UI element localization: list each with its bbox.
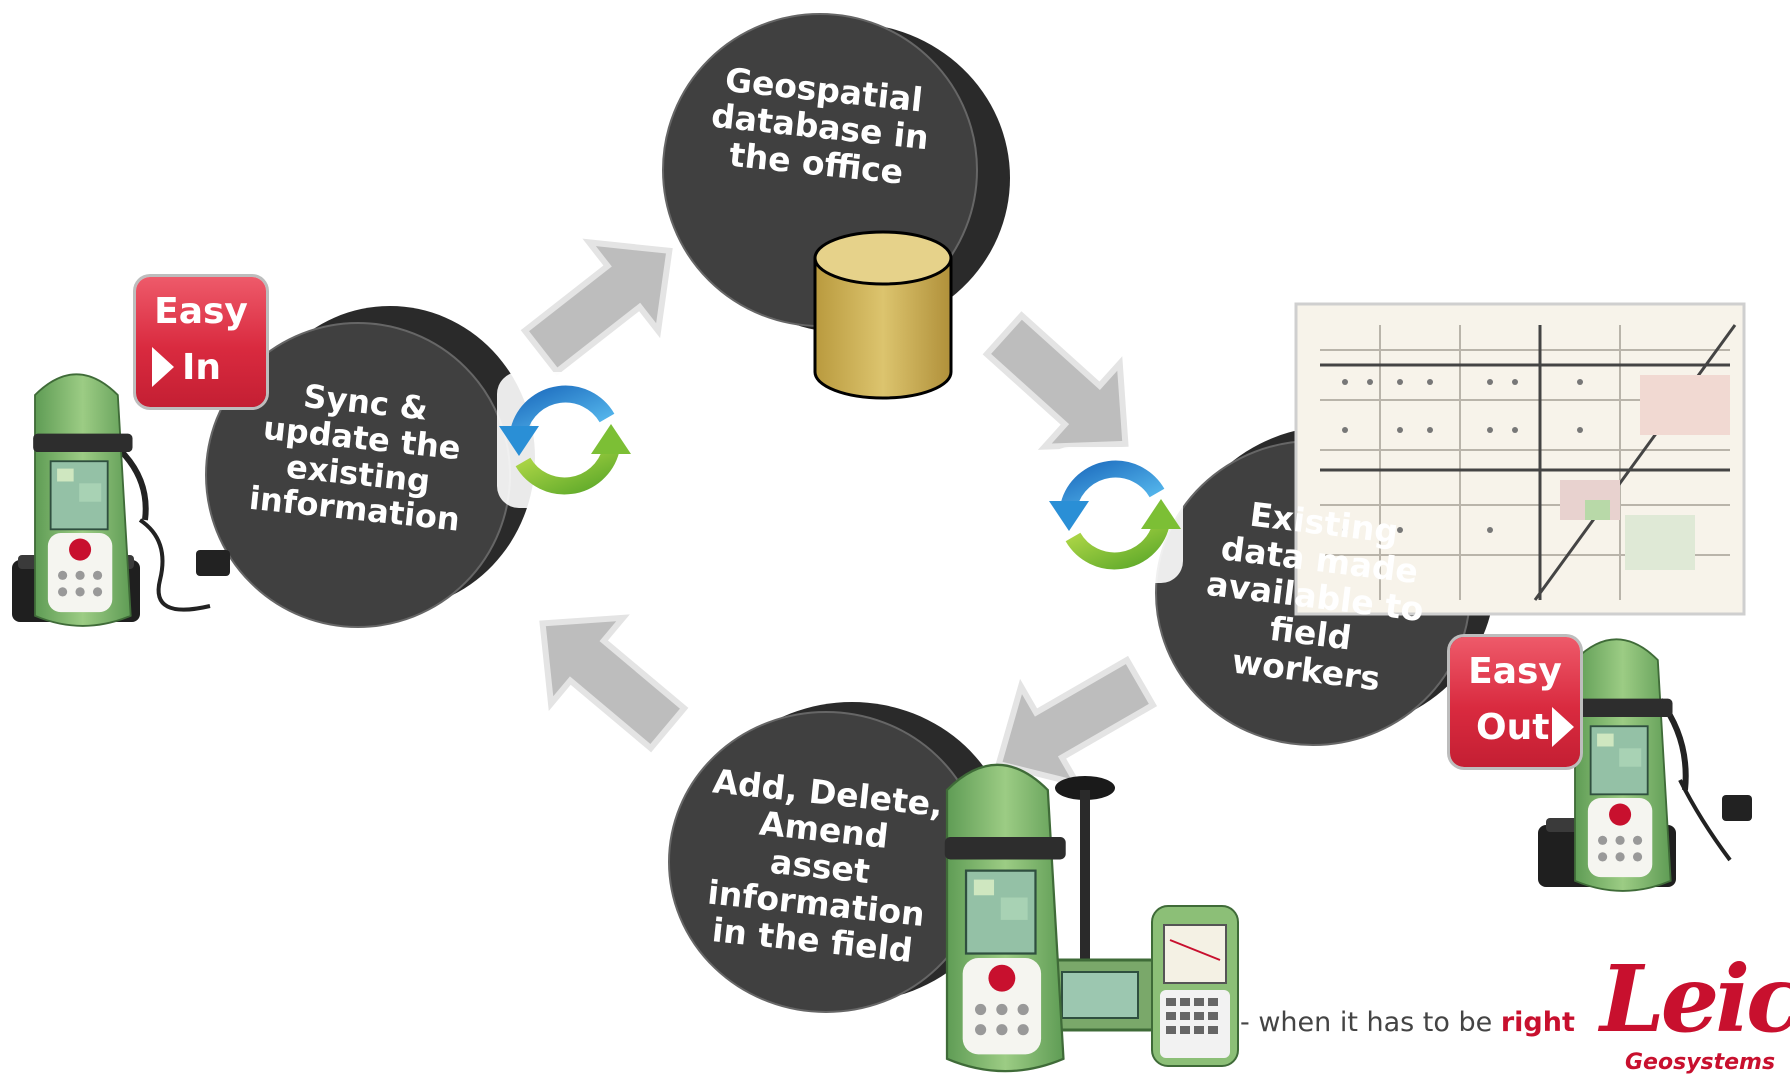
arrow-icon	[506, 207, 703, 396]
smartphone-icon	[1151, 905, 1239, 1067]
node-field-label: Add, Delete, Amend asset information in …	[705, 761, 945, 970]
leica-logo: Leica	[1600, 945, 1790, 1053]
handheld-device-icon	[943, 763, 1067, 1073]
node-existing-label: Existing data made available to field wo…	[1204, 494, 1426, 699]
node-field-disc	[668, 702, 1012, 1013]
easy-out-badge: Easy Out	[1450, 637, 1580, 767]
handheld-device-icon	[1538, 638, 1752, 892]
sync-icon	[1047, 447, 1183, 583]
tagline-text: - when it has to be	[1240, 1007, 1501, 1038]
leica-logo-subtitle: Geosystems	[1625, 1050, 1776, 1075]
map-icon	[1294, 302, 1746, 616]
tagline: - when it has to be right	[1240, 1007, 1575, 1038]
easy-out-line2: Out	[1476, 707, 1550, 748]
gps-receiver-icon	[1038, 776, 1162, 1032]
node-sync-disc	[205, 306, 535, 628]
play-icon	[152, 347, 174, 387]
node-sync-label: Sync & update the existing information	[247, 376, 463, 540]
arrow-icon	[507, 581, 704, 772]
easy-out-line1: Easy	[1468, 651, 1562, 692]
easy-in-line1: Easy	[154, 291, 248, 332]
sync-icon	[497, 372, 633, 508]
tagline-emphasis: right	[1500, 1007, 1575, 1038]
node-database-label: Geospatial database in the office	[709, 59, 931, 192]
database-icon	[813, 230, 953, 400]
easy-in-badge: Easy In	[136, 277, 266, 407]
play-icon	[1552, 707, 1574, 747]
easy-in-line2: In	[182, 347, 222, 388]
handheld-device-icon	[12, 373, 230, 627]
